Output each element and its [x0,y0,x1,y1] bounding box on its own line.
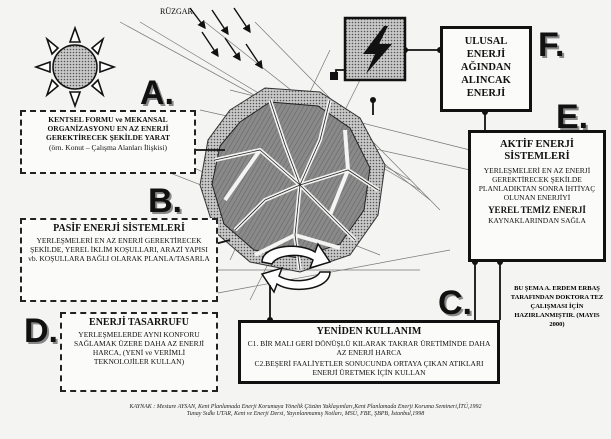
source-line-1: KAYNAK : Mesture AYSAN, Kent Planlamada … [129,404,482,410]
box-c-item-2: C2.BEŞERİ FAALİYETLER SONUCUNDA ORTAYA Ç… [254,359,484,377]
box-b-passive-energy: PASİF ENERJİ SİSTEMLERİ YERLEŞMELERİ EN … [20,218,218,302]
box-d-energy-saving: ENERJİ TASARRUFU YERLEŞMELERDE AYNI KONF… [60,312,218,392]
credit-note: BU ŞEMA A. ERDEM ERBAŞ TARAFINDAN DOKTOR… [510,285,604,328]
sun-icon [33,25,117,109]
box-e-emphasis: YEREL TEMİZ ENERJİ [488,205,586,215]
label-c: C. [438,284,472,322]
box-f-title: ULUSAL ENERJİ AĞINDAN ALINCAK ENERJİ [460,36,512,99]
box-a-subtitle: (örn. Konut – Çalışma Alanları İlişkisi) [49,143,167,152]
label-d: D. [24,312,58,350]
cycle-arrows-icon [260,242,332,294]
box-b-title: PASİF ENERJİ SİSTEMLERİ [53,223,185,234]
city-form [199,87,386,273]
box-e-tail: KAYNAKLARINDAN SAĞLA [488,216,586,225]
box-b-body: YERLEŞMELERİ EN AZ ENERJİ GEREKTİRECEK Ş… [28,236,210,263]
wind-arrow-icon [189,7,263,70]
box-d-title: ENERJİ TASARRUFU [89,317,189,328]
label-e: E. [556,98,589,136]
box-a-urban-form: KENTSEL FORMU ve MEKANSAL ORGANİZASYONU … [20,110,196,174]
box-c-title: YENİDEN KULLANIM [316,326,422,337]
box-e-title: AKTİF ENERJİ SİSTEMLERİ [500,139,574,162]
lightning-icon [343,16,407,82]
box-c-reuse: YENİDEN KULLANIM C1. BİR MALI GERİ DÖNÜŞ… [238,320,500,384]
box-e-body: YERLEŞMELERİ EN AZ ENERJİ GEREKTİRECEK Ş… [478,166,596,202]
box-c-item-1: C1. BİR MALI GERİ DÖNÜŞLÜ KILARAK TAKRAR… [247,339,491,357]
label-b: B. [148,182,182,220]
source-line-2: Tunay Sıdkı UTAR, Kent ve Enerji Dersi, … [186,411,425,417]
box-e-active-energy: AKTİF ENERJİ SİSTEMLERİ YERLEŞMELERİ EN … [468,130,606,262]
wind-label: RÜZGAR [160,7,193,16]
label-a: A. [140,74,174,112]
label-f: F. [538,26,565,64]
box-a-title: KENTSEL FORMU ve MEKANSAL ORGANİZASYONU … [46,115,170,142]
box-d-body: YERLEŞMELERDE AYNI KONFORU SAĞLAMAK ÜZER… [74,330,204,366]
box-f-national-grid: ULUSAL ENERJİ AĞINDAN ALINCAK ENERJİ [440,26,532,112]
